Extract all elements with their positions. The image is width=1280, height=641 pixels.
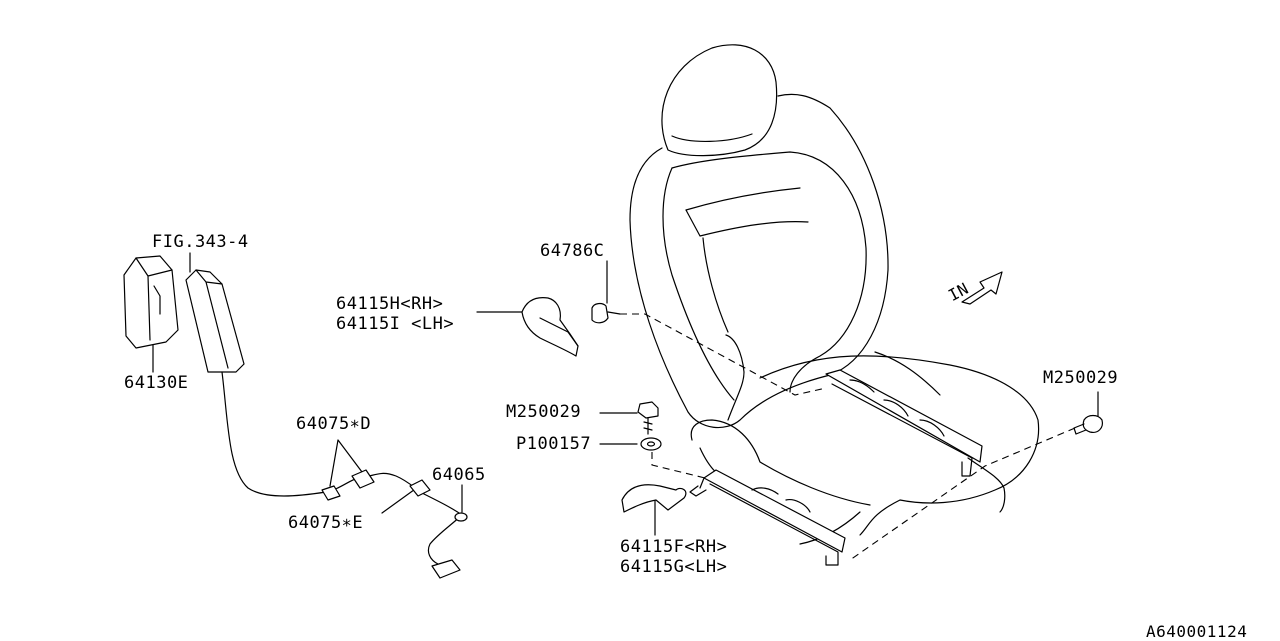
label-64115f: 64115F <box>620 537 685 557</box>
cover-64115h <box>521 297 579 357</box>
seat-rail-rear <box>825 369 983 463</box>
label-64115f-group: 64115F<RH> <box>620 539 727 556</box>
label-rh: <RH> <box>400 294 444 314</box>
label-lh: <LH> <box>411 314 455 334</box>
cover-64115f <box>621 484 687 513</box>
bolt-m250029-right <box>1073 414 1103 435</box>
seat-backrest <box>629 93 889 429</box>
harness-connector <box>431 559 461 579</box>
label-64065: 64065 <box>432 465 486 485</box>
leader-lines <box>152 252 1099 561</box>
label-p100157: P100157 <box>516 434 592 454</box>
label-64786c: 64786C <box>540 241 605 261</box>
label-64115i: 64115I <box>336 314 401 334</box>
label-lh-2: <LH> <box>684 557 728 577</box>
bolt-m250029-left <box>637 401 659 435</box>
airbag-module-fig343 <box>185 269 245 373</box>
label-m250029-right: M250029 <box>1043 368 1119 388</box>
label-64115h-group: 64115H<RH> <box>336 296 443 313</box>
label-rh-2: <RH> <box>684 537 728 557</box>
seat-cushion <box>759 355 1040 536</box>
airbag-module-64130e <box>123 255 179 349</box>
headrest <box>661 44 778 157</box>
seat-illustration <box>629 44 1040 566</box>
label-64075-d: 64075∗D <box>296 414 372 434</box>
washer-p100157 <box>640 437 662 451</box>
label-64115i-group: 64115I <LH> <box>336 316 454 333</box>
label-m250029-left: M250029 <box>506 402 582 422</box>
label-64115g: 64115G <box>620 557 685 577</box>
seat-rail-front <box>703 469 846 553</box>
label-64130e: 64130E <box>124 373 189 393</box>
diagram-code: A640001124 <box>1146 622 1248 641</box>
label-64075-e: 64075∗E <box>288 513 364 533</box>
label-fig-343-4: FIG.343-4 <box>152 232 249 252</box>
in-direction-arrow-icon <box>961 271 1003 305</box>
label-64115h: 64115H <box>336 294 401 314</box>
clip-64786c <box>591 302 621 324</box>
wire-harness <box>221 371 468 579</box>
label-64115g-group: 64115G<LH> <box>620 559 727 576</box>
